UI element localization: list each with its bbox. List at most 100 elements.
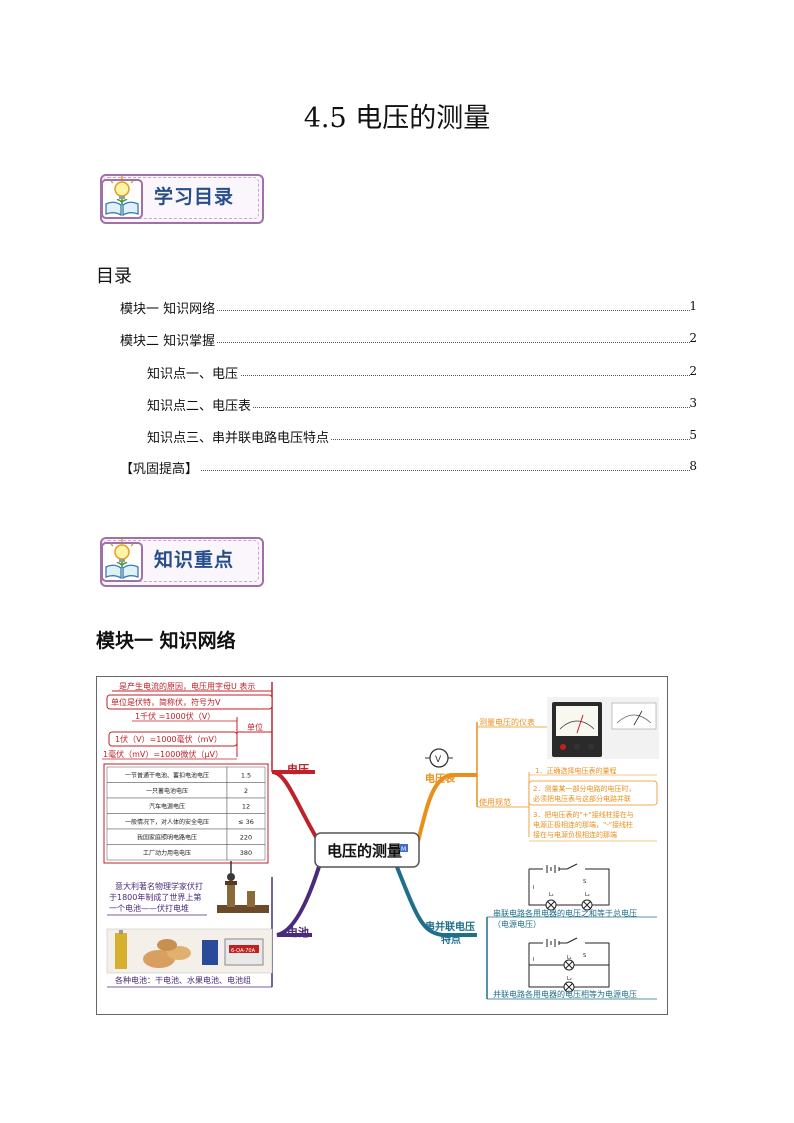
voltage-def2-box <box>106 694 273 710</box>
table-row-value: 2 <box>244 787 248 795</box>
center-node <box>314 832 420 868</box>
battery-branch-curve <box>276 856 324 937</box>
battery-history-1: 意大利著名物理学家伏打 <box>115 881 203 891</box>
circuit-label-2: 特点 <box>441 933 461 946</box>
toc-entry-label: 知识点三、串并联电路电压特点 <box>147 427 332 446</box>
table-row-value: ≤ 36 <box>238 818 254 826</box>
toc-leader-dots <box>120 310 690 311</box>
toc-leader-dots <box>147 439 690 440</box>
battery-history-3: 一个电池——伏打电堆 <box>109 903 189 913</box>
series-rule-2: （电源电压） <box>493 919 541 929</box>
toc-leader-dots <box>147 375 690 376</box>
toc-heading: 目录 <box>96 266 132 287</box>
toc-entry-label: 知识点一、电压 <box>147 363 241 382</box>
center-badge <box>400 844 408 852</box>
voltage-label: 电压 <box>287 762 309 776</box>
voltmeter-label: 电压表 <box>425 772 456 785</box>
banner-label: 知识重点 <box>154 549 235 571</box>
rule-3c: 接在与电源负极相连的那端 <box>533 830 617 839</box>
page-title: 4.5 电压的测量 <box>303 103 491 134</box>
toc-leader-dots <box>120 470 690 471</box>
table-row-value: 380 <box>240 849 252 857</box>
toc-entry-page: 3 <box>689 396 697 410</box>
unit-label: 单位 <box>247 722 263 732</box>
battery-history-2: 于1800年制成了世界上第 <box>109 892 201 902</box>
voltmeter-image <box>547 697 659 759</box>
toc-entry-label: 知识点二、电压表 <box>147 395 254 414</box>
rule-2-box <box>528 780 658 806</box>
toc-entry[interactable]: 模块二 知识掌握 2 <box>0 330 794 350</box>
toc-entry[interactable]: 模块一 知识网络 1 <box>0 298 794 318</box>
book-lightbulb-icon <box>101 539 143 582</box>
series-circuit-diagram <box>528 863 610 906</box>
rule-1: 1．正确选择电压表的量程 <box>535 766 616 775</box>
table-row-value: 12 <box>242 803 250 811</box>
table-cell <box>226 844 266 861</box>
unit-2-box <box>108 731 238 747</box>
toc-entry-label: 模块二 知识掌握 <box>120 330 218 349</box>
table-row-value: 1.5 <box>241 772 251 780</box>
battery-label: 电池 <box>287 925 309 939</box>
table-row-label: 一只蓄电池电压 <box>146 787 188 795</box>
toc-entry-page: 1 <box>689 299 697 313</box>
module-heading: 模块一 知识网络 <box>96 630 236 652</box>
table-row-label: 一般情况下，对人体的安全电压 <box>125 818 209 826</box>
parallel-current-mark: I <box>533 957 534 963</box>
center-label: 电压的测量 <box>327 842 402 860</box>
parallel-lamp1: L₁ <box>567 955 572 961</box>
batteries-image: 6-QA-70A <box>106 928 273 974</box>
toc-entry[interactable]: 【巩固提高】 8 <box>0 458 794 478</box>
table-row-label: 一节普通干电池、蓄扣电池电压 <box>125 772 209 780</box>
unit-2: 1伏（V）=1000毫伏（mV） <box>115 734 222 744</box>
toc-entry-label: 【巩固提高】 <box>120 458 201 477</box>
table-row-label: 汽车电源电压 <box>149 803 185 811</box>
book-lightbulb-icon <box>101 176 143 219</box>
voltmeter-branch-curve <box>415 773 477 846</box>
toc-entry-page: 2 <box>689 331 697 345</box>
mind-map-figure: 电压的测量 M 电压 是产生电流的原因，电压用字母U 表示 单位是伏特，简称伏，… <box>96 676 668 1015</box>
series-current-mark: I <box>533 885 534 891</box>
circuit-label-1: 串并联电压 <box>425 920 475 933</box>
battery-types: 各种电池：干电池、水果电池、电池组 <box>115 975 251 985</box>
parallel-circuit-diagram <box>528 937 610 988</box>
parallel-switch-mark: S <box>583 953 586 959</box>
key-points-banner: 知识重点 <box>96 535 268 587</box>
toc-entry[interactable]: 知识点三、串并联电路电压特点 5 <box>0 427 794 447</box>
center-badge-label: M <box>401 846 406 853</box>
series-switch-mark: S <box>583 879 586 885</box>
series-rule-1: 串联电路各用电器的电压之和等于总电压 <box>493 908 637 918</box>
voltage-def1: 是产生电流的原因，电压用字母U 表示 <box>119 681 255 691</box>
instrument-label: 测量电压的仪表 <box>479 717 535 727</box>
parallel-lamp2: L₂ <box>567 976 572 982</box>
toc-leader-dots <box>120 342 690 343</box>
toc-leader-dots <box>147 407 690 408</box>
table-row-label: 工厂动力用电电压 <box>143 849 191 857</box>
table-row-label: 我国家庭照明电路电压 <box>137 834 197 842</box>
series-lamps <box>545 899 593 911</box>
usage-label: 使用规范 <box>479 797 511 807</box>
rule-2a: 2．测量某一部分电路的电压时， <box>533 784 635 793</box>
voltmeter-symbol: V <box>435 755 442 765</box>
toc-entry-page: 2 <box>689 364 697 378</box>
toc-entry-page: 5 <box>689 428 697 442</box>
toc-entry[interactable]: 知识点一、电压 2 <box>0 363 794 383</box>
rule-2b: 必须把电压表与这部分电路并联 <box>533 794 631 803</box>
toc-entry[interactable]: 知识点二、电压表 3 <box>0 395 794 415</box>
series-lamp2: L₂ <box>585 892 590 898</box>
toc-entry-label: 模块一 知识网络 <box>120 298 218 317</box>
study-catalog-banner: 学习目录 <box>96 172 268 224</box>
banner-label: 学习目录 <box>154 186 235 208</box>
rule-3b: 电源正极相连的那端，"-"接线柱 <box>533 820 633 829</box>
parallel-rule: 并联电路各用电器的电压相等为电源电压 <box>493 989 637 999</box>
voltage-branch-curve <box>271 770 324 849</box>
toc-entry-page: 8 <box>689 459 697 473</box>
series-lamp1: L₁ <box>549 892 554 898</box>
rule-3a: 3．把电压表的"+"接线柱接在与 <box>533 810 634 819</box>
unit-1: 1千伏 =1000伏（V） <box>135 711 215 721</box>
voltage-def2: 单位是伏特，简称伏，符号为V <box>111 697 221 707</box>
unit-3: 1毫伏（mV）=1000微伏（μV） <box>103 749 223 759</box>
voltaic-pile-image <box>217 861 269 913</box>
battery-tag: 6-QA-70A <box>231 948 256 954</box>
voltage-table: 一节普通干电池、蓄扣电池电压 1.5 一只蓄电池电压 2 汽车电源电压 12 一般情况下，对… <box>103 763 269 864</box>
circuit-branch-curve <box>395 866 477 937</box>
